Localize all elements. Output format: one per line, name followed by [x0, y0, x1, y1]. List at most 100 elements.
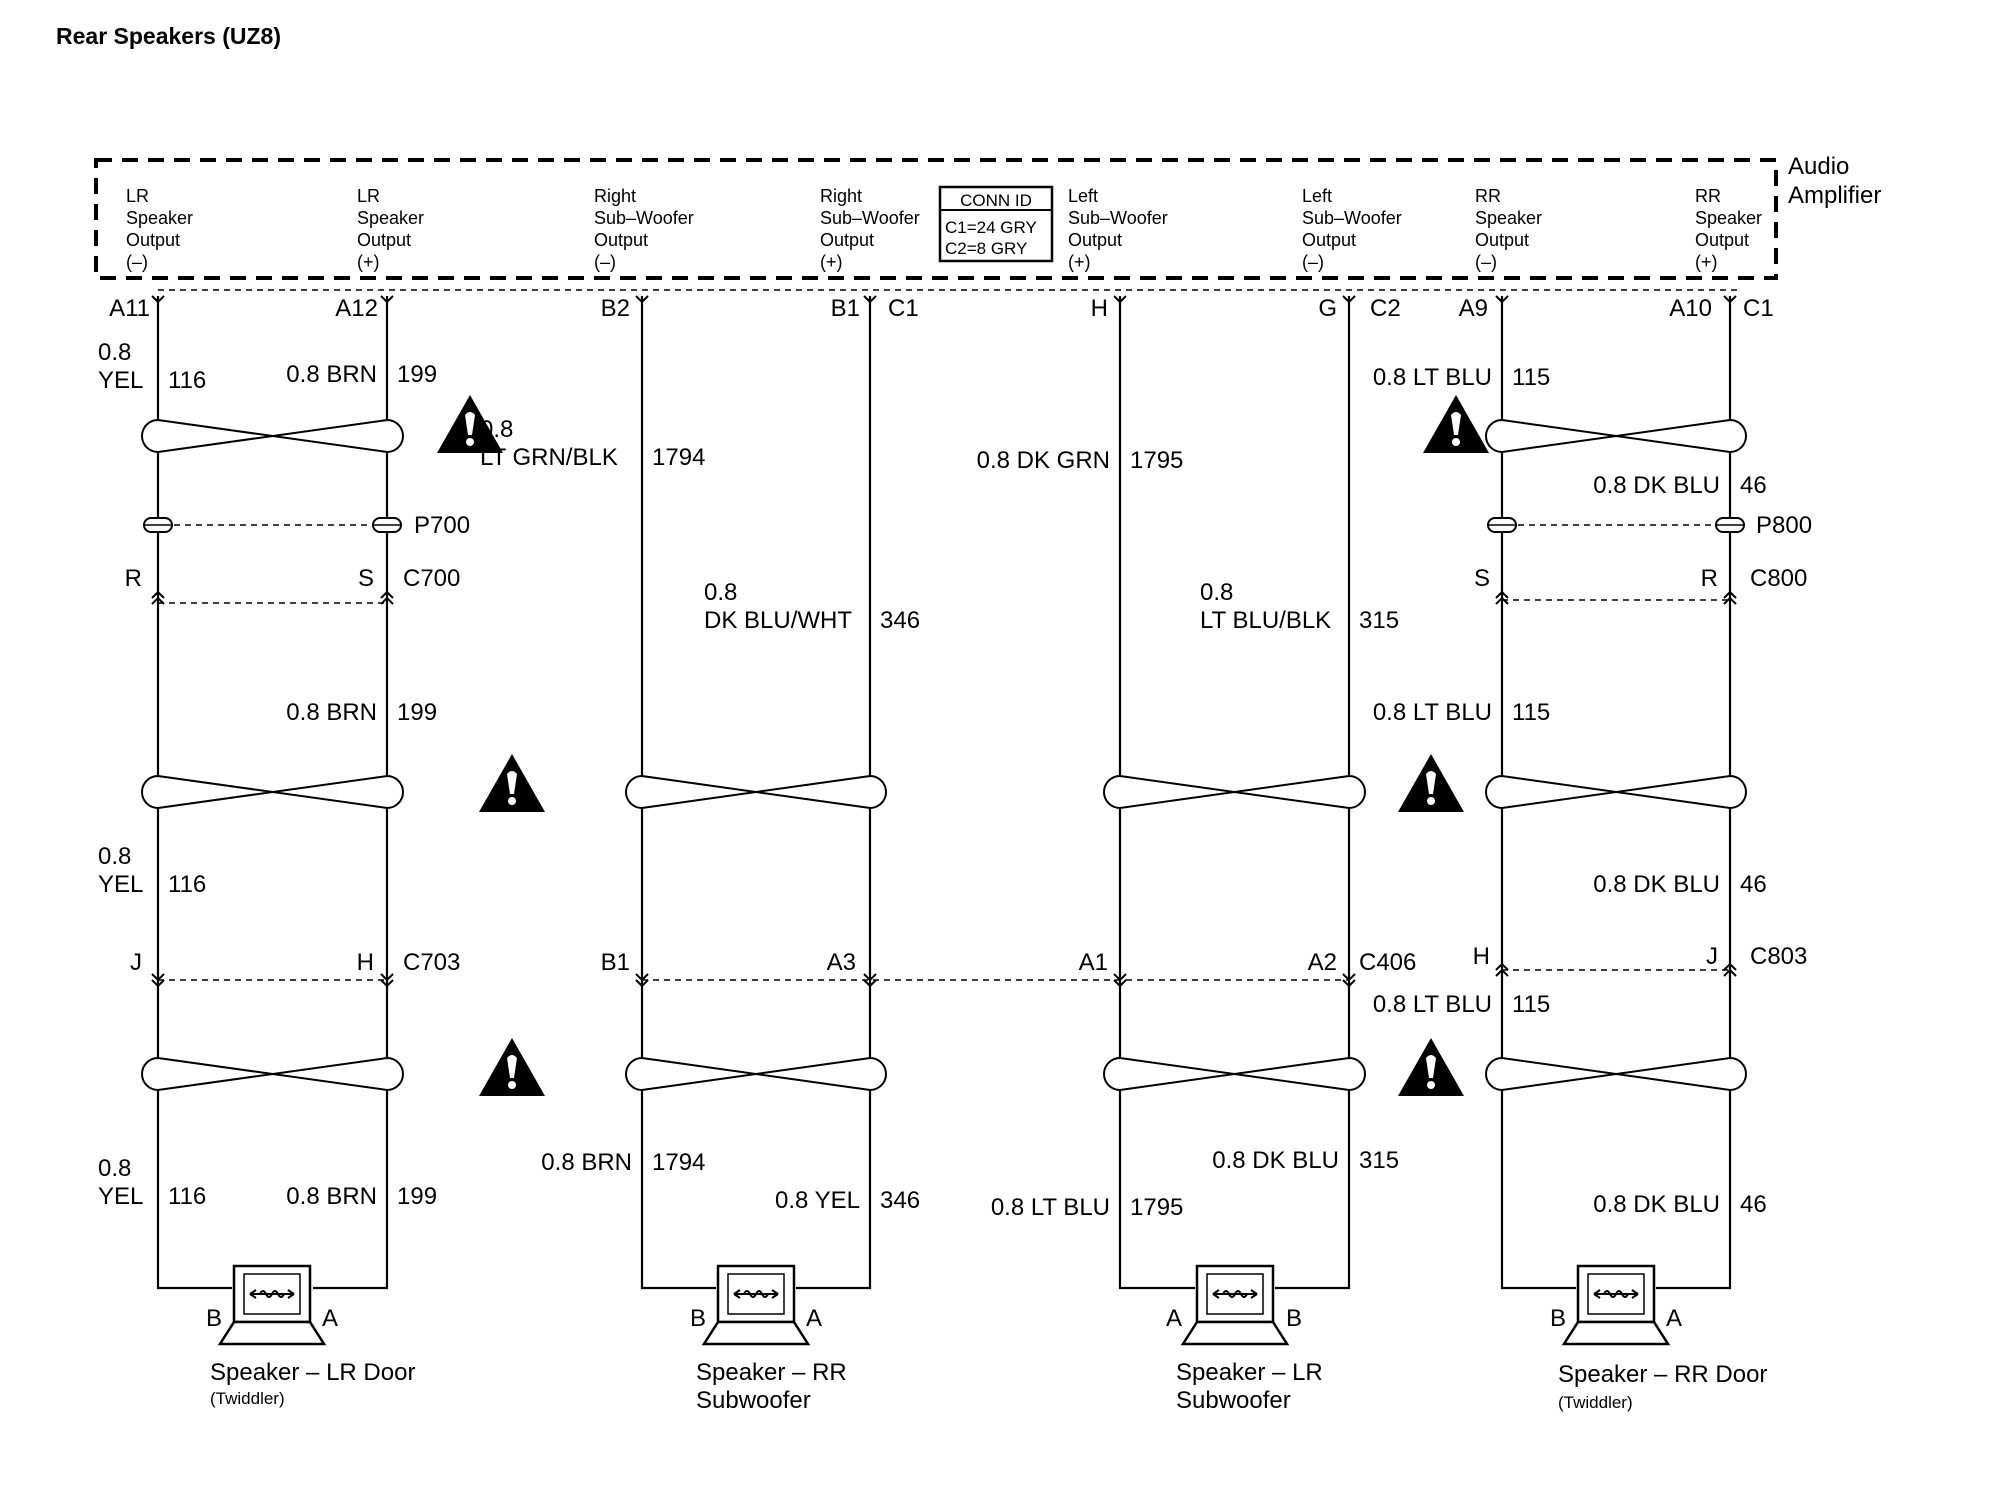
pin-a12: A12: [335, 295, 378, 322]
wire-1795-color: 0.8 DK GRN: [977, 447, 1110, 474]
wire-115-circuit: 115: [1512, 364, 1550, 391]
pin-a11: A11: [109, 295, 150, 322]
wire-116-size: 0.8: [98, 339, 131, 366]
c406-label: C406: [1359, 949, 1416, 976]
speaker-lr-door-pin-left: B: [206, 1305, 222, 1332]
bot-wire-46-circuit: 46: [1740, 1191, 1767, 1218]
bot-wire-1795-color: 0.8 LT BLU: [991, 1194, 1110, 1221]
output-left-subwoofer-neg: Left Sub–Woofer Output (–): [1302, 186, 1402, 272]
mid-wire-116-circuit: 116: [168, 871, 206, 898]
mid-wire-199-color: 0.8 BRN: [286, 699, 377, 726]
twisted-pair-top-rr: [1485, 418, 1747, 454]
speaker-rr-door-pin-right: A: [1666, 1305, 1682, 1332]
speaker-lr-door-pin-right: A: [322, 1305, 338, 1332]
speaker-lr-door-label: Speaker – LR Door: [210, 1359, 415, 1386]
bot-wire-116-size: 0.8: [98, 1155, 131, 1182]
splice-p800-label: P800: [1756, 512, 1812, 539]
speaker-lr-sub-pin-right: B: [1286, 1305, 1302, 1332]
speaker-icon: [1180, 1264, 1290, 1346]
warning-icon: [1423, 395, 1489, 453]
wire-315-color: LT BLU/BLK: [1200, 607, 1331, 634]
svg-text:Output: Output: [1068, 230, 1122, 250]
wire-116-circuit: 116: [168, 367, 206, 394]
speaker-rr-sub-pin-left: B: [690, 1305, 706, 1332]
svg-text:LR: LR: [126, 186, 149, 206]
splice-p700-label: P700: [414, 512, 470, 539]
svg-text:LR: LR: [357, 186, 380, 206]
bot-wire-116-circuit: 116: [168, 1183, 206, 1210]
svg-text:Speaker: Speaker: [1695, 208, 1762, 228]
svg-text:(+): (+): [1695, 252, 1718, 272]
svg-text:RR: RR: [1695, 186, 1721, 206]
wire-46-circuit: 46: [1740, 472, 1767, 499]
speaker-rr-sub-label: Speaker – RR: [696, 1359, 847, 1386]
speaker-rr-sub-pin-right: A: [806, 1305, 822, 1332]
svg-text:(+): (+): [357, 252, 380, 272]
c800-pin-r: R: [1701, 565, 1718, 592]
mid-wire-46-circuit: 46: [1740, 871, 1767, 898]
output-left-subwoofer-pos: Left Sub–Woofer Output (+): [1068, 186, 1168, 272]
speaker-lr-sub-pin-left: A: [1166, 1305, 1182, 1332]
svg-text:(+): (+): [820, 252, 843, 272]
svg-text:Output: Output: [594, 230, 648, 250]
speaker-icon: [1561, 1264, 1671, 1346]
svg-text:Right: Right: [820, 186, 862, 206]
amplifier-outputs: LR Speaker Output (–) LR Speaker Output …: [126, 186, 1762, 272]
c803-pin-h: H: [1473, 943, 1490, 970]
bot-wire-346-circuit: 346: [880, 1187, 920, 1214]
warning-icon: [1398, 1038, 1464, 1096]
mid-wire-115-color: 0.8 LT BLU: [1373, 699, 1492, 726]
pin-b1: B1: [831, 295, 860, 322]
speaker-rr-door-sublabel: (Twiddler): [1558, 1393, 1633, 1412]
wire-346-color: DK BLU/WHT: [704, 607, 852, 634]
svg-text:(+): (+): [1068, 252, 1091, 272]
svg-text:Sub–Woofer: Sub–Woofer: [1068, 208, 1168, 228]
twisted-pair-top-lr: [141, 418, 404, 454]
conn-id-header: CONN ID: [960, 191, 1032, 210]
wire-1795: [1118, 296, 1195, 1290]
conn-id-line1: C1=24 GRY: [945, 218, 1037, 237]
speaker-icon: [217, 1264, 327, 1346]
wire-346: [796, 296, 872, 1290]
bot-wire-116-color: YEL: [98, 1183, 143, 1210]
twisted-pair-mid-lr-door: [141, 774, 404, 810]
svg-text:Sub–Woofer: Sub–Woofer: [1302, 208, 1402, 228]
mid-wire-46-color: 0.8 DK BLU: [1593, 871, 1720, 898]
svg-text:(–): (–): [1302, 252, 1324, 272]
c803-label: C803: [1750, 943, 1807, 970]
c700-pin-s: S: [358, 565, 374, 592]
svg-text:Output: Output: [1302, 230, 1356, 250]
svg-text:(–): (–): [126, 252, 148, 272]
amplifier-pins: A11 A12 B2 B1 C1 H G C2 A9 A10 C1: [109, 295, 1774, 322]
speaker-rr-door-pin-left: B: [1550, 1305, 1566, 1332]
twisted-pair-low-lr-sub: [1103, 1056, 1366, 1092]
c406-pin-a3: A3: [827, 949, 856, 976]
speaker-rr-subwoofer: B A Speaker – RR Subwoofer: [690, 1264, 847, 1414]
twisted-pair-low-rr-sub: [625, 1056, 887, 1092]
conn-id-line2: C2=8 GRY: [945, 239, 1027, 258]
svg-text:Output: Output: [1475, 230, 1529, 250]
pin-c2: C2: [1370, 295, 1401, 322]
bot-wire-315-circuit: 315: [1359, 1147, 1399, 1174]
svg-text:(–): (–): [594, 252, 616, 272]
speaker-lr-door: B A Speaker – LR Door (Twiddler): [206, 1264, 415, 1408]
conn-id-box: CONN ID C1=24 GRY C2=8 GRY: [938, 185, 1054, 263]
c406-pin-b1: B1: [601, 949, 630, 976]
output-rr-speaker-neg: RR Speaker Output (–): [1475, 186, 1542, 272]
bot-wire-346-color: 0.8 YEL: [775, 1187, 860, 1214]
amplifier-name-line2: Amplifier: [1788, 182, 1881, 209]
wire-315: [1275, 296, 1351, 1290]
wire-199-circuit: 199: [397, 361, 437, 388]
c800-pin-s: S: [1474, 565, 1490, 592]
pin-a10: A10: [1669, 295, 1712, 322]
amplifier-pin-arrows: [151, 295, 1737, 304]
wires: [156, 296, 1732, 1290]
bot-wire-1794-circuit: 1794: [652, 1149, 705, 1176]
bot-wire-315-color: 0.8 DK BLU: [1212, 1147, 1339, 1174]
speaker-rr-door-label: Speaker – RR Door: [1558, 1361, 1767, 1388]
twisted-pair-low-lr-door: [141, 1056, 404, 1092]
diagram-title: Rear Speakers (UZ8): [56, 23, 281, 49]
output-lr-speaker-pos: LR Speaker Output (+): [357, 186, 424, 272]
bot-wire-1794-color: 0.8 BRN: [541, 1149, 632, 1176]
